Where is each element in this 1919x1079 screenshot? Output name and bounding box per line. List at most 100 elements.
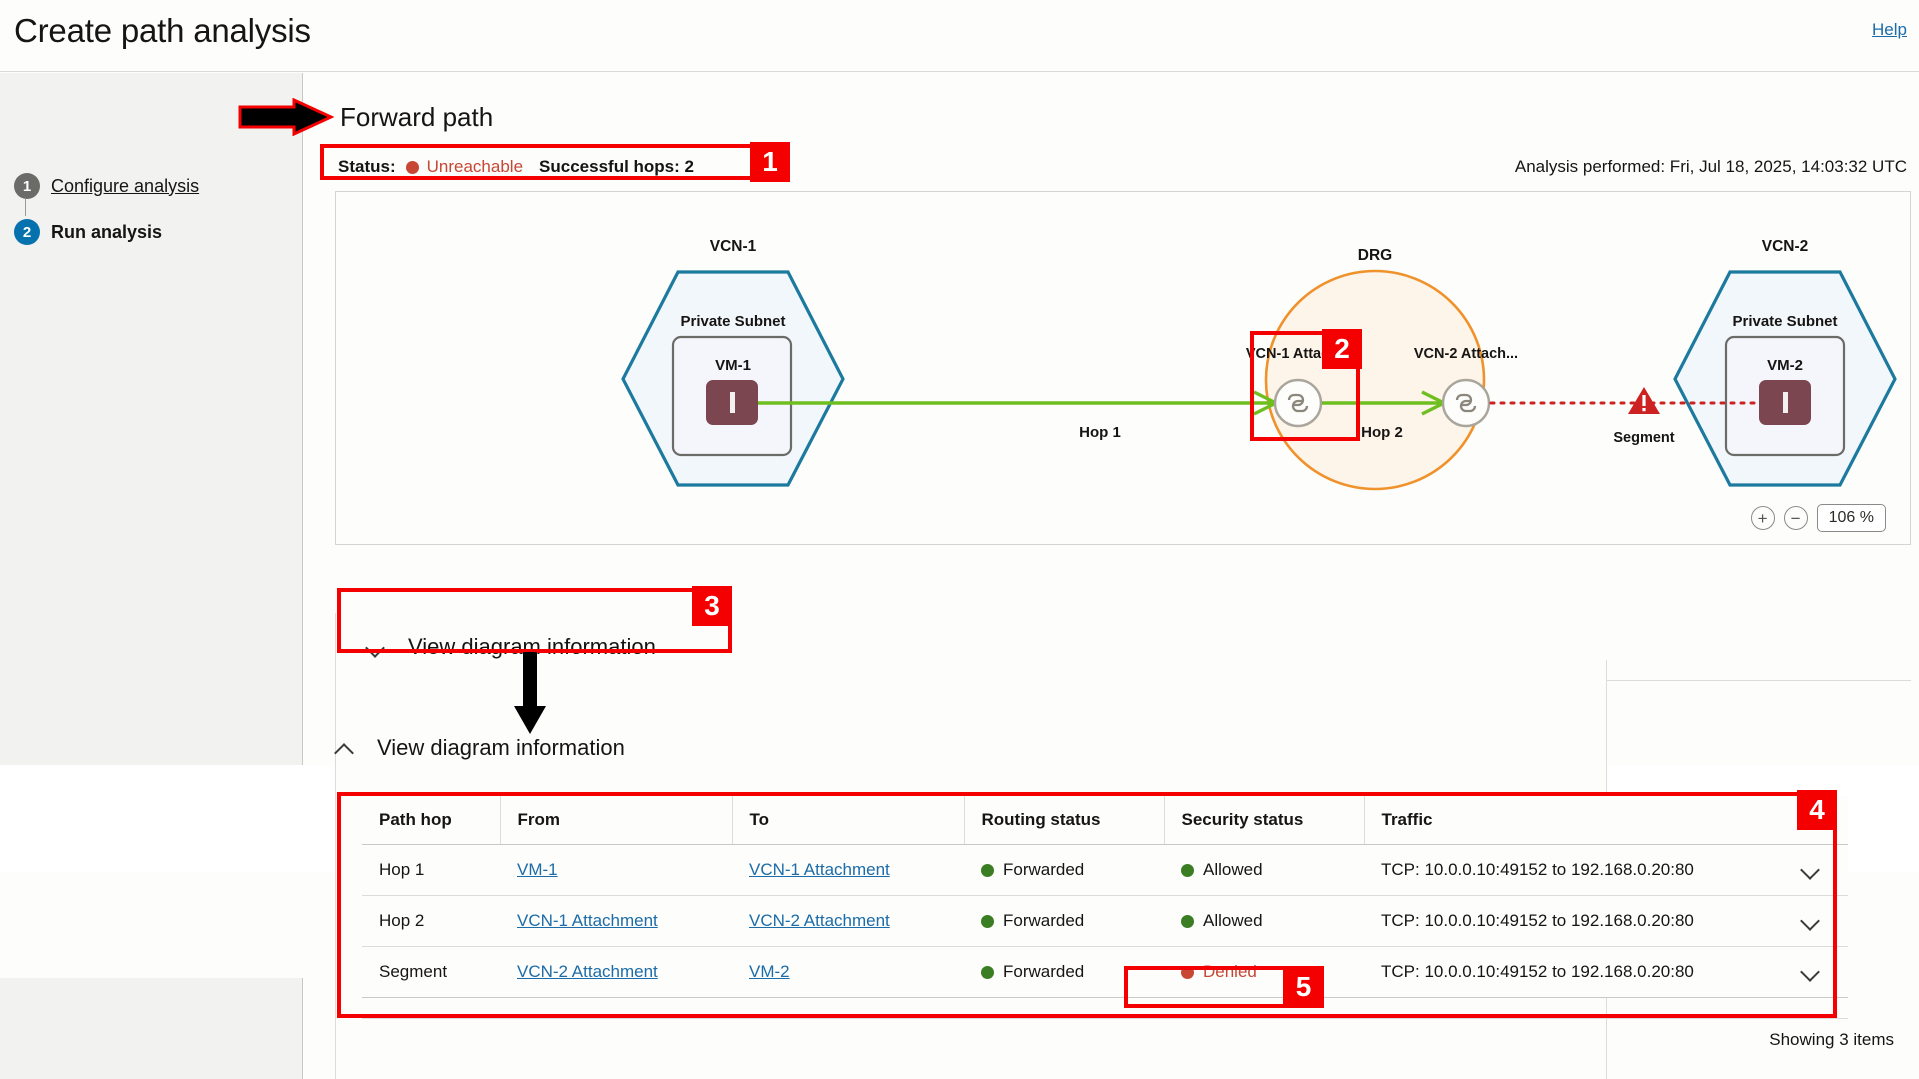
zoom-in-icon[interactable]: + [1750, 506, 1775, 530]
forward-path-heading: Forward path [340, 102, 494, 132]
warning-triangle-icon [1628, 387, 1660, 414]
column-header-to[interactable]: To [732, 796, 965, 845]
routing-status-text: Forwarded [1003, 962, 1085, 981]
link-from[interactable]: VM-1 [517, 860, 558, 879]
table-body: Hop 1 VM-1 VCN-1 Attachment Forwarded Al… [362, 844, 1848, 998]
cell-routing-status: Forwarded [964, 895, 1164, 947]
vcn2-attachment-node [1441, 378, 1491, 428]
security-status-dot [1181, 863, 1194, 877]
table-row[interactable]: Segment VCN-2 Attachment VM-2 Forwarded … [362, 946, 1848, 998]
zoom-level-input[interactable]: 106 % [1816, 504, 1886, 532]
table-header-row: Path hop From To Routing status Security… [362, 796, 1848, 845]
view-diagram-information-expanded[interactable]: View diagram information [335, 735, 625, 761]
row-expand-chevron-icon[interactable] [1801, 962, 1820, 981]
sidebar-step-run-analysis[interactable]: 2 Run analysis [14, 219, 162, 245]
cell-path-hop: Hop 1 [362, 844, 500, 896]
step-number-badge-1: 1 [14, 173, 40, 199]
sidebar-step-label-run-analysis: Run analysis [51, 221, 163, 242]
cell-path-hop: Segment [362, 946, 500, 998]
step-connector-line [25, 198, 26, 216]
table-footer-divider [362, 1018, 1848, 1019]
vcn1-subnet-label: Private Subnet [680, 313, 785, 330]
segment-label: Segment [1613, 430, 1674, 446]
table-row[interactable]: Hop 2 VCN-1 Attachment VCN-2 Attachment … [362, 895, 1848, 947]
column-header-traffic[interactable]: Traffic [1364, 796, 1848, 845]
link-icon-1 [1287, 393, 1309, 413]
wizard-sidebar-lower [0, 978, 303, 1079]
table-row[interactable]: Hop 1 VM-1 VCN-1 Attachment Forwarded Al… [362, 844, 1848, 896]
view-diagram-information-collapsed[interactable]: View diagram information [335, 613, 1911, 681]
security-status-text: Denied [1203, 962, 1257, 981]
cell-traffic: TCP: 10.0.0.10:49152 to 192.168.0.20:80 [1364, 946, 1848, 998]
drg-circle [1264, 269, 1486, 491]
cell-routing-status: Forwarded [964, 946, 1164, 998]
status-dot-unreachable [405, 160, 419, 174]
security-status-dot [1181, 965, 1194, 979]
column-header-path-hop[interactable]: Path hop [362, 796, 501, 845]
annotation-badge-1: 1 [750, 142, 790, 182]
path-diagram-canvas[interactable]: VCN-1 Private Subnet VM-1 DRG VCN-1 Atta… [336, 192, 1910, 544]
security-status-dot [1181, 914, 1194, 928]
hop2-label: Hop 2 [1361, 424, 1403, 441]
zoom-out-icon[interactable]: − [1783, 506, 1808, 530]
cell-routing-status: Forwarded [964, 844, 1164, 896]
vm1-glyph [730, 392, 735, 413]
help-link[interactable]: Help [1872, 20, 1907, 39]
wizard-sidebar: 1 Configure analysis 2 Run analysis [0, 73, 303, 765]
link-to[interactable]: VCN-2 Attachment [749, 911, 890, 930]
vcn2-subnet-label: Private Subnet [1732, 313, 1837, 330]
chevron-up-icon[interactable] [335, 738, 355, 758]
cell-from: VCN-1 Attachment [500, 895, 732, 947]
traffic-text: TCP: 10.0.0.10:49152 to 192.168.0.20:80 [1381, 911, 1694, 930]
link-to[interactable]: VCN-1 Attachment [749, 860, 890, 879]
step-number-badge-2: 2 [14, 219, 40, 245]
cell-security-status: Allowed [1164, 844, 1364, 896]
link-from[interactable]: VCN-1 Attachment [517, 911, 658, 930]
successful-hops-label: Successful hops: 2 [539, 157, 694, 176]
path-hops-table: Path hop From To Routing status Security… [362, 796, 1848, 998]
vcn1-label: VCN-1 [710, 238, 757, 255]
path-diagram-panel[interactable]: VCN-1 Private Subnet VM-1 DRG VCN-1 Atta… [335, 191, 1911, 545]
column-header-routing-status[interactable]: Routing status [964, 796, 1165, 845]
routing-status-dot [981, 863, 994, 877]
status-label: Status: [338, 157, 396, 176]
cell-path-hop: Hop 2 [362, 895, 500, 947]
routing-status-text: Forwarded [1003, 860, 1085, 879]
security-status-text: Allowed [1203, 860, 1263, 879]
sidebar-step-label-configure-analysis[interactable]: Configure analysis [51, 175, 200, 196]
row-expand-chevron-icon[interactable] [1801, 911, 1820, 930]
routing-status-dot [981, 965, 994, 979]
cell-security-status: Allowed [1164, 895, 1364, 947]
cell-from: VCN-2 Attachment [500, 946, 732, 998]
status-line: Status: Unreachable Successful hops: 2 [338, 157, 694, 177]
cell-to: VM-2 [732, 946, 964, 998]
link-icon-2 [1455, 393, 1477, 413]
page-header: Create path analysis Help [0, 0, 1919, 72]
cell-from: VM-1 [500, 844, 732, 896]
path-hops-table-wrapper: Path hop From To Routing status Security… [362, 796, 1848, 998]
vm2-glyph [1783, 392, 1788, 413]
routing-status-dot [981, 914, 994, 928]
cell-traffic: TCP: 10.0.0.10:49152 to 192.168.0.20:80 [1364, 844, 1848, 896]
row-expand-chevron-icon[interactable] [1801, 860, 1820, 879]
cell-to: VCN-2 Attachment [732, 895, 964, 947]
page-title: Create path analysis [14, 12, 311, 49]
diagram-zoom-controls[interactable]: + − 106 % [1750, 504, 1886, 532]
chevron-down-icon[interactable] [366, 637, 386, 657]
cell-to: VCN-1 Attachment [732, 844, 964, 896]
traffic-text: TCP: 10.0.0.10:49152 to 192.168.0.20:80 [1381, 860, 1694, 879]
routing-status-text: Forwarded [1003, 911, 1085, 930]
link-from[interactable]: VCN-2 Attachment [517, 962, 658, 981]
vm2-label: VM-2 [1767, 357, 1803, 374]
column-header-from[interactable]: From [500, 796, 733, 845]
vcn1-attachment-label: VCN-1 Attach... [1246, 346, 1350, 362]
column-header-security-status[interactable]: Security status [1164, 796, 1365, 845]
link-to[interactable]: VM-2 [749, 962, 790, 981]
view-diagram-information-label-collapsed: View diagram information [408, 633, 656, 659]
view-diagram-information-label-expanded: View diagram information [377, 735, 625, 760]
sidebar-step-configure-analysis[interactable]: 1 Configure analysis [14, 173, 199, 199]
traffic-text: TCP: 10.0.0.10:49152 to 192.168.0.20:80 [1381, 962, 1694, 981]
status-value: Unreachable [426, 157, 524, 176]
analysis-performed-timestamp: Analysis performed: Fri, Jul 18, 2025, 1… [1514, 157, 1907, 176]
